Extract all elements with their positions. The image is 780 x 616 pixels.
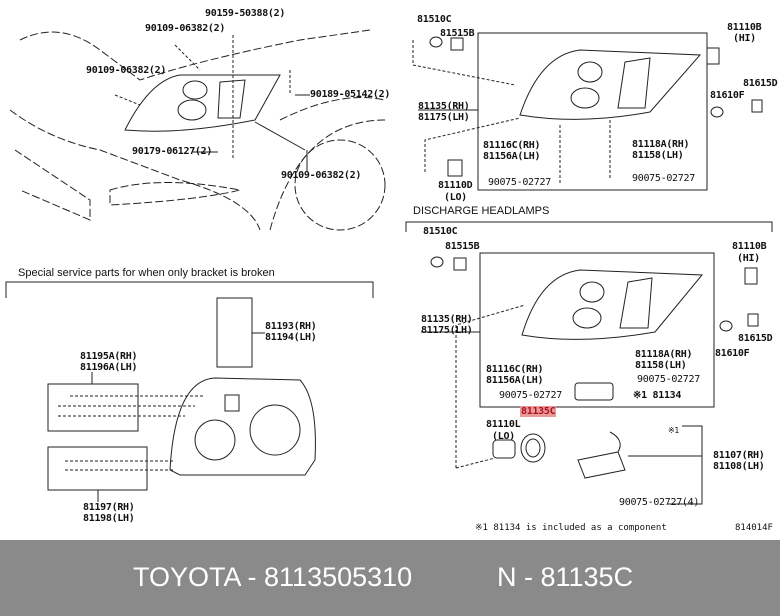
part-label[interactable]: 81175(LH)	[421, 325, 473, 336]
part-label[interactable]: 90109-06382(2)	[145, 23, 226, 34]
parts-drawing	[5, 29, 773, 505]
part-label[interactable]: 81515B	[445, 241, 480, 252]
headlamp-assembly-box	[477, 32, 708, 191]
part-note: (HI)	[737, 253, 760, 264]
footer-bar: TOYOTA - 8113505310 N - 81135C	[0, 540, 780, 616]
headlamp-top-left	[124, 74, 281, 132]
part-label[interactable]: 81156A(LH)	[486, 375, 544, 386]
headlamp-top-right	[519, 49, 702, 120]
part-label[interactable]: 81610F	[715, 348, 750, 359]
highlighted-part-label[interactable]: 81135C	[520, 406, 557, 417]
part-label[interactable]: 90075-02727	[488, 177, 551, 188]
part-label[interactable]: 81515B	[440, 28, 475, 39]
part-label[interactable]: ※1 81134	[633, 390, 682, 401]
part-label[interactable]: 81510C	[417, 14, 452, 25]
bracket-section-line	[5, 281, 374, 298]
part-label[interactable]: 81110D	[438, 180, 473, 191]
part-label[interactable]: 81197(RH)	[83, 502, 135, 513]
part-label[interactable]: 81198(LH)	[83, 513, 135, 524]
n-part-number: N - 81135C	[497, 562, 634, 592]
part-label[interactable]: 81615D	[738, 333, 773, 344]
part-label[interactable]: 81118A(RH)	[635, 349, 693, 360]
part-label[interactable]: 81610F	[710, 90, 745, 101]
headlamp-rear-view	[169, 377, 316, 476]
bracket-heading: Special service parts for when only brac…	[18, 267, 275, 279]
part-label[interactable]: 81108(LH)	[713, 461, 765, 472]
part-label[interactable]: 90109-06382(2)	[281, 170, 362, 181]
part-label[interactable]: 90075-02727(4)	[619, 497, 700, 508]
part-label[interactable]: 81116C(RH)	[483, 140, 541, 151]
part-label[interactable]: 81110L	[486, 419, 521, 430]
discharge-heading: DISCHARGE HEADLAMPS	[413, 205, 550, 217]
part-label[interactable]: 81510C	[423, 226, 458, 237]
part-note: (HI)	[733, 33, 756, 44]
part-label[interactable]: 81158(LH)	[635, 360, 687, 371]
part-label[interactable]: 81193(RH)	[265, 321, 317, 332]
part-label[interactable]: 90075-02727	[499, 390, 562, 401]
brand-part-number: TOYOTA - 8113505310	[133, 562, 413, 592]
headlamp-discharge	[521, 269, 704, 340]
part-label[interactable]: 81135(RH)	[421, 314, 473, 325]
part-label[interactable]: 90189-05142(2)	[310, 89, 391, 100]
part-label[interactable]: 81615D	[743, 78, 778, 89]
part-label[interactable]: 90179-06127(2)	[132, 146, 213, 157]
diagram-code: 814014F	[735, 523, 773, 533]
component-note: ※1 81134 is included as a component	[475, 523, 667, 533]
part-label[interactable]: 81158(LH)	[632, 150, 684, 161]
part-label[interactable]: 81116C(RH)	[486, 364, 544, 375]
part-note: (LO)	[444, 192, 467, 203]
part-label[interactable]: 81194(LH)	[265, 332, 317, 343]
part-label[interactable]: 90075-02727	[637, 374, 700, 385]
part-note: ※1	[668, 426, 679, 435]
part-label[interactable]: 81175(LH)	[418, 112, 470, 123]
part-label[interactable]: 90159-50388(2)	[205, 8, 286, 19]
discharge-assembly-box	[479, 252, 715, 408]
part-note: (LO)	[492, 431, 515, 442]
part-label[interactable]: 90075-02727	[632, 173, 695, 184]
part-label[interactable]: 90109-06382(2)	[86, 65, 167, 76]
discharge-bracket-line	[405, 221, 773, 232]
part-label[interactable]: 81110B	[727, 22, 762, 33]
part-label[interactable]: 81135(RH)	[418, 101, 470, 112]
part-label[interactable]: 81156A(LH)	[483, 151, 541, 162]
part-label[interactable]: 81110B	[732, 241, 767, 252]
part-label[interactable]: 81118A(RH)	[632, 139, 690, 150]
part-label[interactable]: 81196A(LH)	[80, 362, 138, 373]
part-label[interactable]: 81107(RH)	[713, 450, 765, 461]
car-front-outline	[9, 29, 386, 231]
part-label[interactable]: 81195A(RH)	[80, 351, 138, 362]
